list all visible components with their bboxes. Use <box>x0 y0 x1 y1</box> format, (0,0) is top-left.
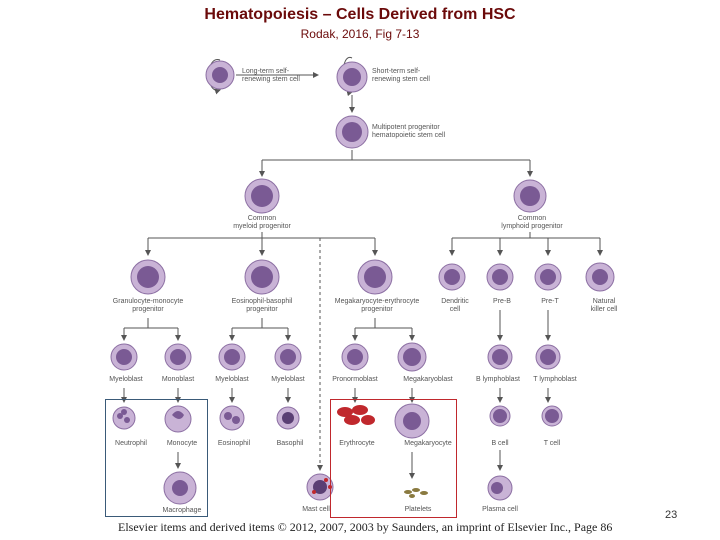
label-myeloblast-3: Myeloblast <box>271 376 305 383</box>
label-monoblast: Monoblast <box>161 376 195 383</box>
monocyte-cell <box>164 405 192 433</box>
platelets <box>404 488 428 498</box>
label-gmp: Granulocyte-monocyte progenitor <box>112 298 184 313</box>
copyright-footer: Elsevier items and derived items © 2012,… <box>118 520 613 534</box>
label-megakaryoblast: Megakaryoblast <box>403 376 453 383</box>
label-plasma-cell: Plasma cell <box>482 506 518 513</box>
label-mpp: Multipotent progenitor hematopoietic ste… <box>372 124 446 139</box>
label-monocyte: Monocyte <box>166 440 198 447</box>
label-b-cell: B cell <box>491 440 509 447</box>
label-clp: Common lymphoid progenitor <box>501 215 563 230</box>
label-mep: Megakaryocyte-erythrocyte progenitor <box>334 298 420 313</box>
label-t-lymphoblast: T lymphoblast <box>533 376 577 383</box>
label-myeloblast-1: Myeloblast <box>109 376 143 383</box>
label-basophil: Basophil <box>276 440 304 447</box>
neutrophil-cell <box>112 406 136 430</box>
label-pre-t: Pre-T <box>541 298 559 305</box>
eosinophil-cell <box>219 405 245 431</box>
label-t-cell: T cell <box>543 440 561 447</box>
label-megakaryocyte: Megakaryocyte <box>404 440 452 447</box>
label-macrophage: Macrophage <box>162 507 202 514</box>
megakaryocyte-erythrocyte-box <box>330 399 457 518</box>
label-platelets: Platelets <box>404 506 432 513</box>
label-cmp: Common myeloid progenitor <box>233 215 291 230</box>
label-mast-cell: Mast cell <box>302 506 330 513</box>
label-pronormoblast: Pronormoblast <box>332 376 378 383</box>
page-number: 23 <box>665 509 678 521</box>
label-ebp: Eosinophil-basophil progenitor <box>231 298 293 313</box>
label-neutrophil: Neutrophil <box>115 440 147 447</box>
label-eosinophil: Eosinophil <box>217 440 251 447</box>
myeloid-lineage-box <box>105 399 208 517</box>
label-dendritic: Dendritic cell <box>441 298 469 313</box>
slide-subtitle: Rodak, 2016, Fig 7-13 <box>300 27 420 41</box>
label-st-hsc: Short-term self- renewing stem cell <box>372 68 430 83</box>
label-lt-hsc: Long-term self- renewing stem cell <box>242 68 300 83</box>
slide-title: Hematopoiesis – Cells Derived from HSC <box>204 6 516 23</box>
label-nk: Natural killer cell <box>590 298 618 313</box>
label-erythrocyte: Erythrocyte <box>339 440 375 447</box>
label-myeloblast-2: Myeloblast <box>215 376 249 383</box>
label-b-lymphoblast: B lymphoblast <box>476 376 520 383</box>
label-pre-b: Pre-B <box>493 298 511 305</box>
erythrocytes <box>337 405 375 425</box>
